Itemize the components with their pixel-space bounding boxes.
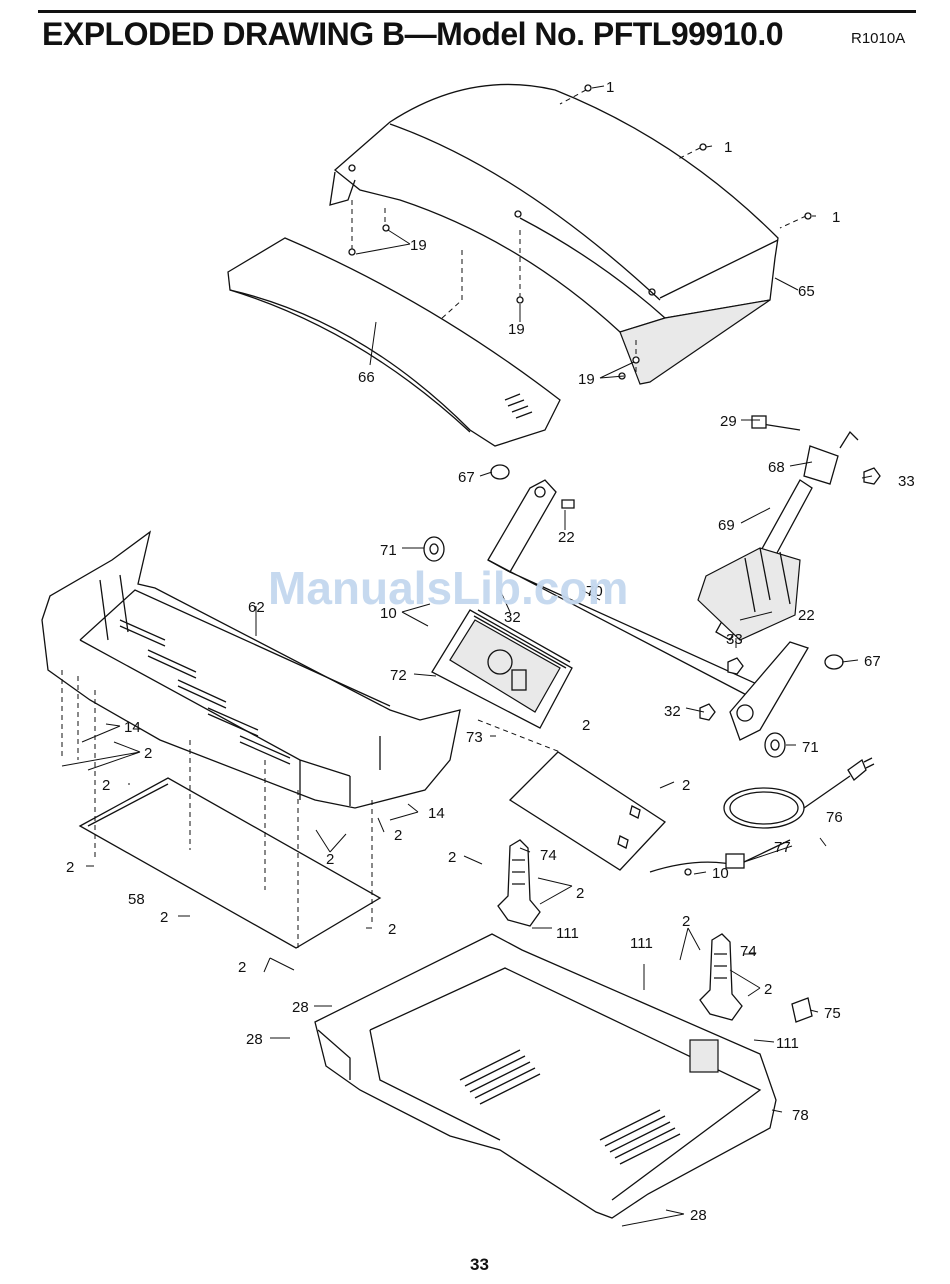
- callout-67b: 67: [864, 653, 881, 670]
- callout-33b: 33: [726, 631, 743, 648]
- callout-2e: 2: [394, 827, 402, 844]
- callout-67a: 67: [458, 469, 475, 486]
- callout-111a: 111: [556, 925, 579, 942]
- callout-1a: 1: [606, 79, 614, 96]
- callout-22a: 22: [558, 529, 575, 546]
- callout-74b: 74: [740, 943, 757, 960]
- callout-14b: 14: [428, 805, 445, 822]
- callout-72: 72: [390, 667, 407, 684]
- callout-19b: 19: [508, 321, 525, 338]
- callout-1b: 1: [724, 139, 732, 156]
- callout-2g: 2: [448, 849, 456, 866]
- callout-10b: 10: [712, 865, 729, 882]
- callout-22b: 22: [798, 607, 815, 624]
- callout-74a: 74: [540, 847, 557, 864]
- callout-2k: 2: [682, 913, 690, 930]
- callout-69: 69: [718, 517, 735, 534]
- callout-2l: 2: [388, 921, 396, 938]
- callout-62: 62: [248, 599, 265, 616]
- callout-111c: 111: [776, 1035, 799, 1052]
- callout-28a: 28: [292, 999, 309, 1016]
- callout-32b: 32: [664, 703, 681, 720]
- page-number: 33: [470, 1255, 489, 1275]
- callout-77: 77: [774, 839, 791, 856]
- callout-73: 73: [466, 729, 483, 746]
- callout-66: 66: [358, 369, 375, 386]
- callout-14a: 14: [124, 719, 141, 736]
- callout-19c: 19: [578, 371, 595, 388]
- callout-2i: 2: [66, 859, 74, 876]
- callout-2n: 2: [238, 959, 246, 976]
- callout-2a: 2: [144, 745, 152, 762]
- callout-2f: 2: [326, 851, 334, 868]
- callout-78: 78: [792, 1107, 809, 1124]
- callout-1c: 1: [832, 209, 840, 226]
- callout-2h: 2: [576, 885, 584, 902]
- hood-cover-part-66: [228, 238, 560, 446]
- switch-part-75: [792, 998, 812, 1022]
- power-cord-part-76: [724, 758, 874, 828]
- callout-71b: 71: [802, 739, 819, 756]
- upright-part-74a: [498, 840, 540, 926]
- callout-2d: 2: [682, 777, 690, 794]
- frame-part-78: [315, 934, 776, 1218]
- callout-29: 29: [720, 413, 737, 430]
- callout-76: 76: [826, 809, 843, 826]
- callout-75: 75: [824, 1005, 841, 1022]
- callout-68: 68: [768, 459, 785, 476]
- callout-19a: 19: [410, 237, 427, 254]
- callout-71a: 71: [380, 542, 397, 559]
- callout-58: 58: [128, 891, 145, 908]
- callout-2c: 2: [582, 717, 590, 734]
- plate-part-73: [510, 752, 665, 870]
- callout-28b: 28: [246, 1031, 263, 1048]
- callout-111b: 111: [630, 935, 653, 952]
- watermark: ManualsLib.com: [268, 560, 628, 616]
- callout-33a: 33: [898, 473, 915, 490]
- upright-part-74b: [700, 934, 742, 1020]
- callout-2b: 2: [102, 777, 110, 794]
- controller-part-72: [432, 610, 572, 728]
- callout-2j: 2: [160, 909, 168, 926]
- callout-65: 65: [798, 283, 815, 300]
- callout-2m: 2: [764, 981, 772, 998]
- callout-28c: 28: [690, 1207, 707, 1224]
